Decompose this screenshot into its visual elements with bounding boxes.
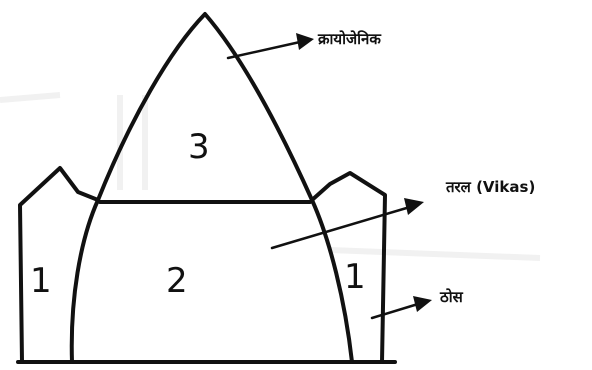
core-left-wall xyxy=(69,198,100,364)
liquid-label: तरल (Vikas) xyxy=(445,178,535,196)
solid-label: ठोस xyxy=(439,288,464,306)
region-label-top: 3 xyxy=(188,127,210,167)
region-label-left: 1 xyxy=(30,261,52,301)
cryogenic-label: क्रायोजेनिक xyxy=(317,30,382,48)
cryogenic-stage-outline xyxy=(96,12,314,202)
right-booster-outline xyxy=(310,171,387,364)
left-booster-outline xyxy=(18,166,100,364)
cryogenic-pointer-arrow xyxy=(226,33,314,60)
solid-pointer-arrow xyxy=(370,296,432,320)
core-right-wall xyxy=(310,198,354,364)
region-label-right: 1 xyxy=(344,257,366,297)
region-label-middle: 2 xyxy=(166,261,188,301)
background-watermark xyxy=(0,92,541,261)
liquid-pointer-arrow xyxy=(270,198,424,250)
